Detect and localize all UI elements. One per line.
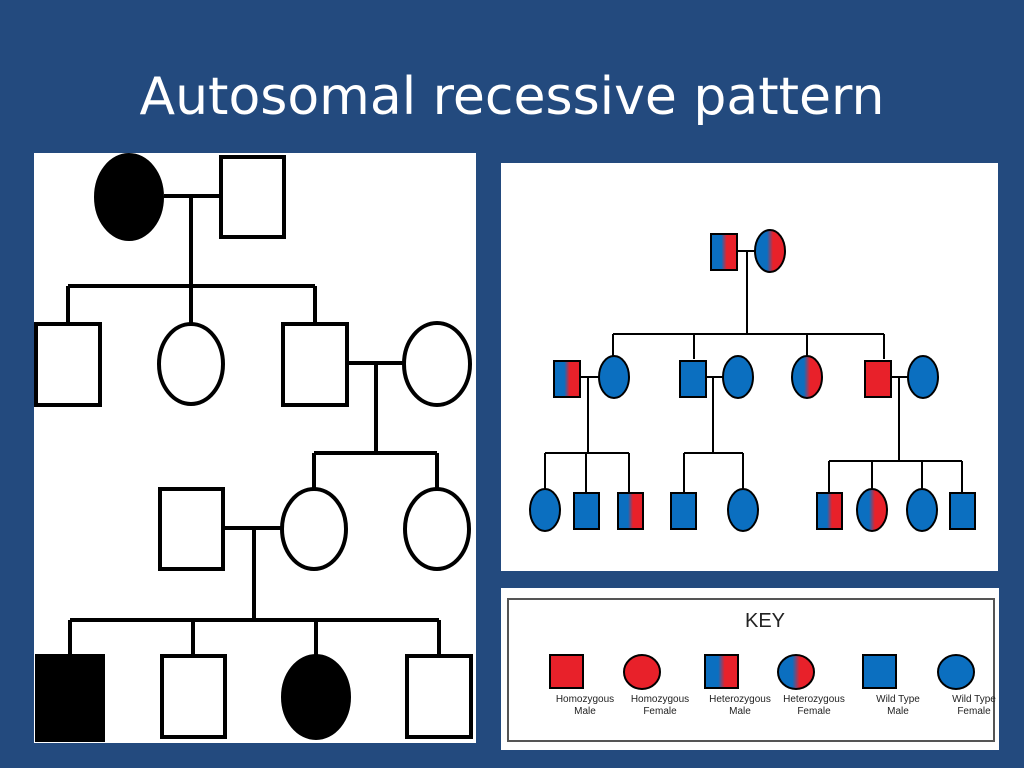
heterozygous-male-icon xyxy=(704,654,739,689)
homozygous-female-icon xyxy=(623,654,661,690)
unaffected-male-symbol xyxy=(405,654,473,739)
wild-type-male-symbol xyxy=(573,492,600,530)
pedigree-color-diagram xyxy=(529,229,976,532)
wild-type-male-icon xyxy=(862,654,897,689)
key-title: KEY xyxy=(744,610,786,632)
heterozygous-female-symbol xyxy=(754,229,786,273)
pedigree-bw-panel xyxy=(34,153,476,743)
heterozygous-male-symbol xyxy=(617,492,644,530)
heterozygous-female-symbol xyxy=(791,355,823,399)
wild-type-female-symbol xyxy=(907,355,939,399)
wild-type-female-symbol xyxy=(529,488,561,532)
wild-type-female-symbol xyxy=(598,355,630,399)
unaffected-female-symbol xyxy=(403,487,471,571)
unaffected-male-symbol xyxy=(219,155,286,239)
homozygous-male-symbol xyxy=(864,360,892,398)
key-frame xyxy=(507,598,995,742)
wild-type-male-symbol xyxy=(670,492,697,530)
unaffected-male-symbol xyxy=(158,487,225,571)
slide-title: Autosomal recessive pattern xyxy=(139,67,885,127)
unaffected-male-symbol xyxy=(34,322,102,407)
affected-female-symbol xyxy=(281,654,351,740)
heterozygous-male-symbol xyxy=(710,233,738,271)
pedigree-bw-diagram xyxy=(34,153,473,742)
wild-type-female-symbol xyxy=(727,488,759,532)
wild-type-male-symbol xyxy=(679,360,707,398)
wild-type-female-symbol xyxy=(906,488,938,532)
heterozygous-female-symbol xyxy=(856,488,888,532)
affected-male-symbol xyxy=(35,654,105,742)
unaffected-male-symbol xyxy=(160,654,227,739)
pedigree-color-panel xyxy=(501,163,998,571)
homozygous-male-icon xyxy=(549,654,584,689)
wild-type-male-symbol xyxy=(949,492,976,530)
unaffected-male-symbol xyxy=(281,322,349,407)
unaffected-female-symbol xyxy=(280,487,348,571)
affected-female-symbol xyxy=(94,153,164,241)
heterozygous-male-symbol xyxy=(553,360,581,398)
unaffected-female-symbol xyxy=(402,321,472,407)
wild-type-female-icon xyxy=(937,654,975,690)
unaffected-female-symbol xyxy=(157,322,225,406)
heterozygous-female-icon xyxy=(777,654,815,690)
wild-type-female-symbol xyxy=(722,355,754,399)
heterozygous-male-symbol xyxy=(816,492,843,530)
